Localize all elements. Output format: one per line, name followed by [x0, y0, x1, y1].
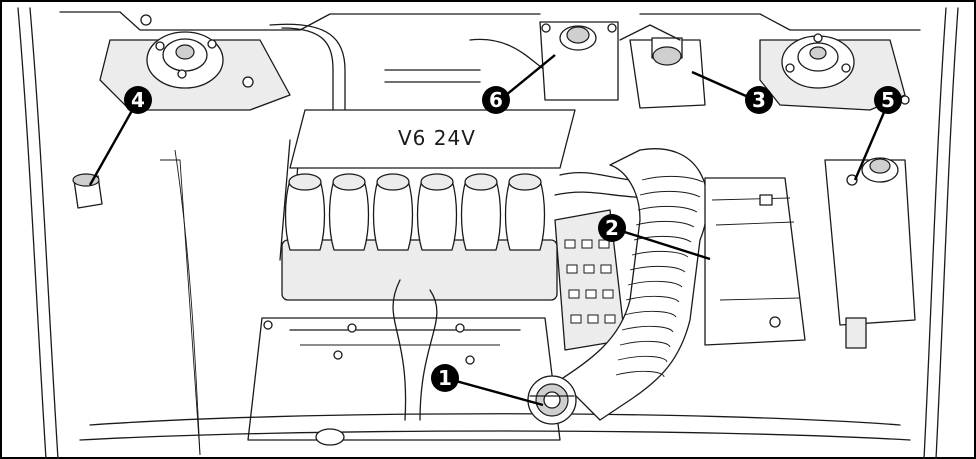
callout-6: 6 [482, 86, 510, 114]
intake-runner [460, 179, 502, 251]
callout-6-dot [482, 86, 510, 114]
duct-rib [619, 340, 671, 348]
coolant-expansion-tank [824, 157, 916, 349]
intake-duct [559, 148, 709, 421]
engine-bay-outline [17, 7, 959, 459]
callout-3: 3 [745, 86, 773, 114]
duct-rib [627, 280, 683, 288]
leader-3 [691, 70, 756, 102]
air-filter-housing [554, 209, 626, 351]
runner-top [288, 173, 322, 191]
callout-4-number: 4 [131, 88, 145, 112]
duct-rib [635, 220, 695, 228]
leader-4 [88, 99, 140, 186]
intake-runner [416, 179, 458, 251]
callout-leaders [88, 54, 890, 407]
oil-filler-cap [527, 375, 577, 425]
intake-runner [504, 179, 546, 251]
duct-rib [617, 355, 668, 363]
duct-rib [641, 175, 704, 183]
callout-6-number: 6 [489, 88, 503, 112]
callout-2-dot [598, 214, 626, 242]
duct-rib [629, 265, 686, 273]
right-strut-tower [759, 33, 910, 111]
duct-rib [637, 205, 698, 213]
callout-1: 1 [431, 364, 459, 392]
battery [704, 177, 806, 346]
leader-2 [611, 226, 711, 261]
runner-top [508, 173, 542, 191]
leader-5 [853, 102, 890, 181]
intake-runner [284, 179, 326, 251]
duct-rib [621, 325, 674, 333]
brake-fluid-reservoir [619, 24, 706, 109]
runner-top [376, 173, 410, 191]
dipstick-handle [315, 428, 345, 446]
callout-5-number: 5 [881, 88, 895, 112]
intake-runner [372, 179, 414, 251]
power-steering-reservoir [539, 21, 619, 101]
runner-top [332, 173, 366, 191]
intake-runner [328, 179, 370, 251]
duct-rib [623, 310, 677, 318]
callout-5: 5 [874, 86, 902, 114]
callout-1-dot [431, 364, 459, 392]
engine-block [247, 279, 561, 441]
duct-rib [625, 295, 680, 303]
duct-rib [633, 235, 692, 243]
callout-2: 2 [598, 214, 626, 242]
duct-rib [631, 250, 689, 258]
runner-top [420, 173, 454, 191]
runner-top [464, 173, 498, 191]
callout-3-number: 3 [752, 88, 766, 112]
engine-cover: V6 24V [289, 109, 576, 169]
leader-1 [444, 376, 544, 407]
engine-cover-label: V6 24V [398, 126, 476, 150]
callout-4: 4 [124, 86, 152, 114]
callout-1-number: 1 [438, 366, 452, 390]
callout-2-number: 2 [605, 216, 619, 240]
callout-3-dot [745, 86, 773, 114]
leader-6 [499, 54, 556, 101]
callout-5-dot [874, 86, 902, 114]
duct-rib [639, 190, 701, 198]
intake-manifold [281, 173, 558, 301]
callout-4-dot [124, 86, 152, 114]
washer-fluid-cap [72, 173, 103, 209]
duct-rib [615, 370, 665, 378]
